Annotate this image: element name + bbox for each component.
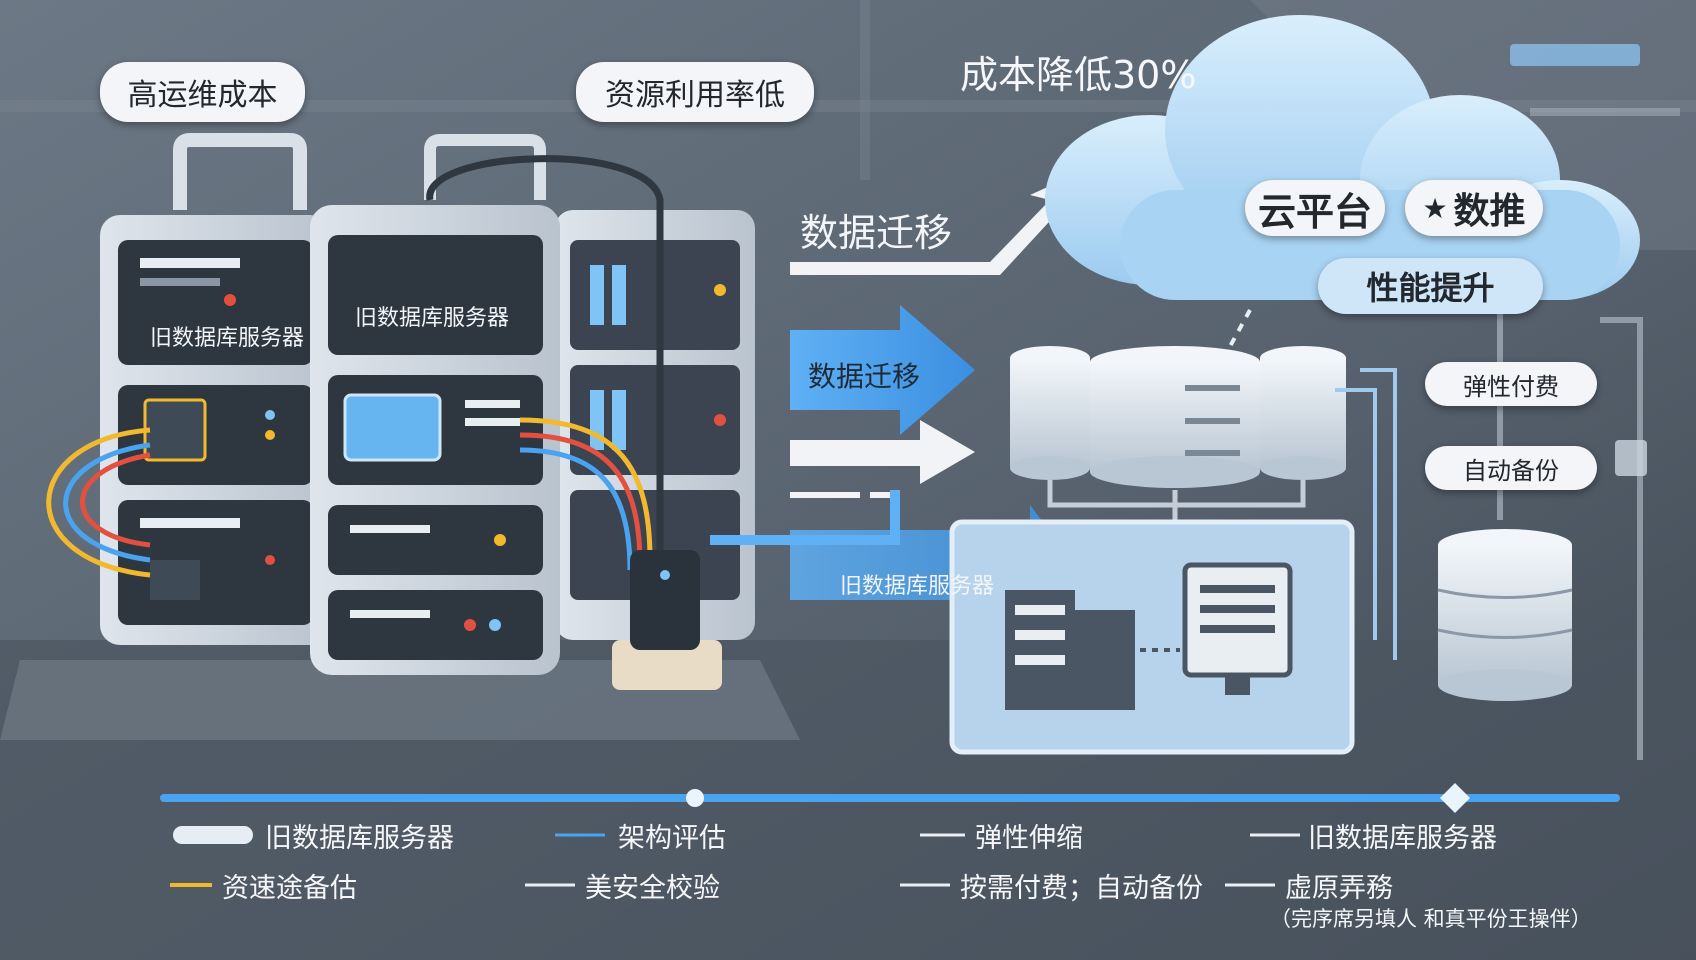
legend-item: 弹性伸缩: [975, 823, 1083, 854]
low-utilization-label: 资源利用率低: [576, 62, 814, 122]
migration-label-top: 数据迁移: [800, 211, 953, 255]
elastic-pay-label: 弹性付费: [1425, 362, 1597, 406]
old-server-label-middle: 旧数据库服务器: [355, 306, 510, 331]
star-icon: ★: [1422, 191, 1448, 225]
ops-cost-label: 高运维成本: [100, 62, 305, 122]
legend-note: （完序席另填人 和真平份王操伴）: [1270, 907, 1592, 931]
cost-reduction-label: 成本降低30%: [960, 53, 1197, 97]
cloud-platform-title: 云平台: [1245, 180, 1385, 236]
legend-item: 美安全校验: [585, 873, 720, 904]
server-rack-left: [100, 215, 330, 645]
migration-device: [612, 550, 722, 690]
timeline-bar: [160, 783, 1620, 813]
database-stack-icon: [1437, 529, 1573, 701]
legend-item: 按需付费；自动备份: [960, 873, 1203, 904]
legend-markers: [170, 826, 1300, 887]
legend-item: 资速途备估: [222, 873, 357, 904]
auto-backup-label: 自动备份: [1425, 446, 1597, 490]
performance-boost-label: 性能提升: [1318, 258, 1543, 314]
server-rack-middle: [310, 205, 560, 675]
cloud-console-panel: [949, 519, 1355, 755]
cloud-title-secondary: ★ 数推: [1405, 180, 1543, 236]
migration-bottom-label: 旧数据库服务器: [840, 574, 995, 599]
database-stack-icon: [1010, 346, 1346, 525]
legend-item: 旧数据库服务器: [1308, 823, 1497, 854]
old-server-label-left: 旧数据库服务器: [150, 326, 305, 351]
legend-item: 架构评估: [618, 823, 726, 854]
network-cables: [46, 155, 664, 578]
legend-item: 虚原弄務: [1285, 873, 1393, 904]
migration-arrow-label: 数据迁移: [808, 360, 921, 393]
legend-item: 旧数据库服务器: [265, 823, 454, 854]
